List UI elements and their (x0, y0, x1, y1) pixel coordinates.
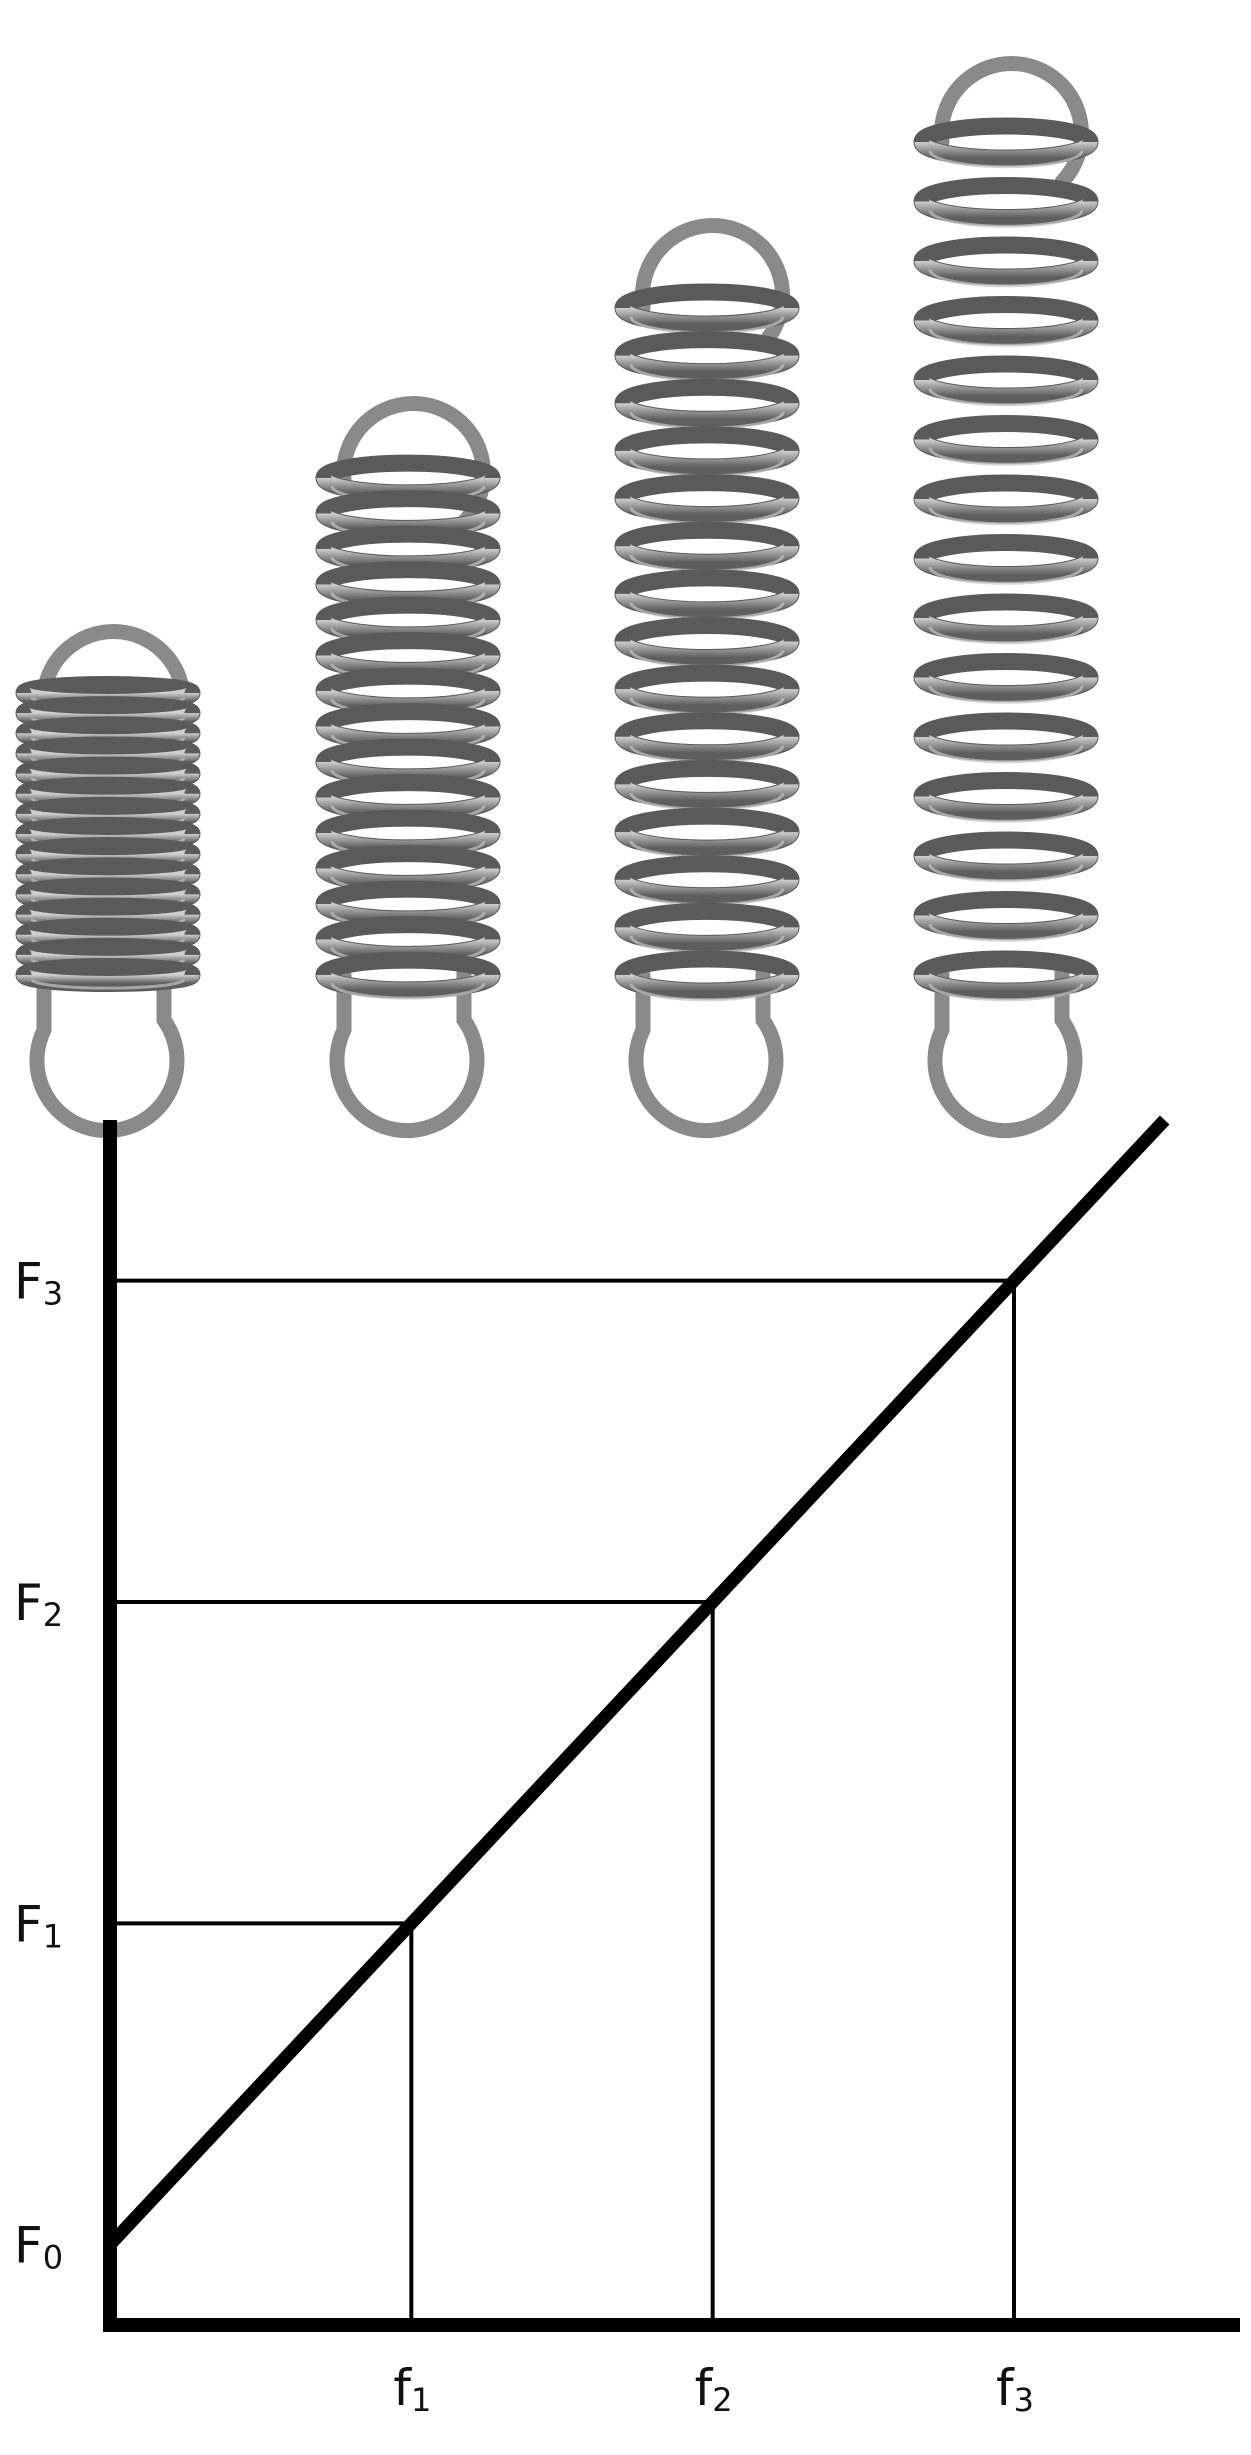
spring-coil (914, 853, 1098, 880)
spring-coil-highlight (928, 805, 1084, 823)
spring-coil-highlight (928, 864, 1084, 883)
spring-coil (914, 198, 1098, 225)
y-tick-label-2: F2 (14, 1574, 63, 1634)
spring-coil-highlight (928, 150, 1084, 169)
springs-illustration (15, 56, 1099, 1139)
spring-coil-highlight (928, 745, 1084, 764)
spring-coil (615, 448, 799, 475)
spring-coil (914, 139, 1098, 166)
y-tick-label-0: F0 (14, 2217, 63, 2277)
spring-f0 (15, 624, 201, 1139)
spring-coil (914, 615, 1098, 642)
spring-bottom-hook (329, 962, 485, 1139)
spring-coil (914, 972, 1098, 999)
spring-coil (16, 969, 200, 991)
x-tick-label-3: f3 (996, 2359, 1034, 2419)
spring-coil-highlight (928, 924, 1084, 942)
spring-f1 (315, 396, 501, 1139)
spring-coil (615, 495, 799, 523)
x-tick-label-1: f1 (393, 2359, 431, 2419)
spring-coil-highlight (928, 388, 1084, 407)
spring-coil (914, 793, 1098, 820)
spring-coil (914, 496, 1098, 523)
spring-coil-highlight (629, 983, 785, 1002)
spring-coil (914, 258, 1098, 285)
spring-coil-highlight (928, 269, 1084, 288)
spring-coil (914, 555, 1098, 582)
spring-coil-highlight (30, 979, 186, 990)
spring-coil (316, 971, 500, 998)
spring-coil (914, 674, 1098, 701)
spring-coil-highlight (928, 448, 1084, 466)
spring-coil-highlight (330, 982, 486, 1000)
spring-coil-highlight (928, 983, 1084, 1002)
spring-coil (615, 876, 799, 904)
y-tick-label-3: F3 (14, 1253, 63, 1313)
spring-coil (615, 829, 799, 856)
spring-bottom-hook (29, 962, 185, 1139)
spring-coil-highlight (928, 329, 1084, 347)
spring-f2 (614, 218, 800, 1139)
spring-coil (615, 924, 799, 951)
spring-coil-highlight (928, 507, 1084, 526)
spring-coil-highlight (928, 686, 1084, 704)
spring-bottom-hook (628, 962, 784, 1139)
spring-coil (914, 436, 1098, 463)
spring-coil (914, 317, 1098, 344)
spring-coil (615, 733, 799, 761)
spring-coil (615, 543, 799, 570)
spring-coil (615, 400, 799, 427)
spring-bottom-hook (927, 962, 1083, 1139)
spring-coil (615, 781, 799, 808)
spring-coil (615, 686, 799, 713)
spring-coil (615, 972, 799, 999)
x-tick-label-2: f2 (695, 2359, 733, 2419)
spring-coil-highlight (928, 626, 1084, 645)
spring-coil (914, 912, 1098, 939)
spring-f3 (913, 56, 1099, 1139)
spring-coil-highlight (928, 210, 1084, 228)
force-extension-chart: F0 F1 F2 F3 f1 f2 f3 (14, 1115, 1240, 2419)
spring-coil-highlight (928, 567, 1084, 585)
force-extension-line (105, 1115, 1170, 2250)
spring-coil (914, 734, 1098, 761)
spring-coil (615, 352, 799, 380)
spring-coil (615, 590, 799, 618)
spring-coil (615, 638, 799, 665)
spring-coil (615, 305, 799, 332)
spring-coil (914, 377, 1098, 404)
y-tick-label-1: F1 (14, 1895, 63, 1955)
